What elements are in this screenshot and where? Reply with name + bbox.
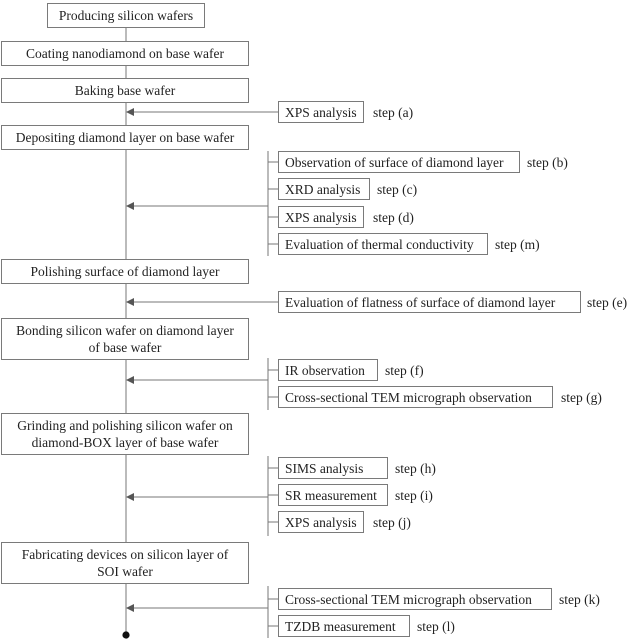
- check-box-k: Cross-sectional TEM micrograph observati…: [278, 588, 552, 610]
- check-label: Evaluation of flatness of surface of dia…: [285, 295, 556, 310]
- main-step-label: Baking base wafer: [74, 83, 176, 98]
- step-label-a: step (a): [373, 105, 414, 120]
- main-step-label: SOI wafer: [97, 564, 153, 579]
- check-box-b: Observation of surface of diamond layer: [278, 151, 520, 173]
- main-step-grinding: Grinding and polishing silicon wafer on …: [1, 413, 249, 455]
- check-box-f: IR observation: [278, 359, 378, 381]
- check-label: Cross-sectional TEM micrograph observati…: [285, 390, 532, 405]
- check-label: XRD analysis: [285, 182, 361, 197]
- check-box-l: TZDB measurement: [278, 615, 410, 637]
- main-step-depositing: Depositing diamond layer on base wafer: [1, 125, 249, 150]
- step-label-i: step (i): [395, 488, 433, 503]
- main-step-label: of base wafer: [88, 340, 162, 355]
- step-label-b: step (b): [527, 155, 568, 170]
- check-box-d: XPS analysis: [278, 206, 364, 228]
- check-box-j: XPS analysis: [278, 511, 364, 533]
- check-label: Cross-sectional TEM micrograph observati…: [285, 592, 532, 607]
- check-label: IR observation: [285, 363, 365, 378]
- main-step-polishing: Polishing surface of diamond layer: [1, 259, 249, 284]
- main-step-label: Depositing diamond layer on base wafer: [15, 130, 235, 145]
- check-label: XPS analysis: [285, 105, 357, 120]
- main-step-producing: Producing silicon wafers: [47, 3, 205, 28]
- check-box-g: Cross-sectional TEM micrograph observati…: [278, 386, 553, 408]
- step-label-l: step (l): [417, 619, 455, 634]
- end-dot: [122, 631, 130, 639]
- step-label-g: step (g): [561, 390, 602, 405]
- main-step-coating: Coating nanodiamond on base wafer: [1, 41, 249, 66]
- step-label-j: step (j): [373, 515, 411, 530]
- main-step-label: Coating nanodiamond on base wafer: [26, 46, 224, 61]
- main-step-fabricating: Fabricating devices on silicon layer of …: [1, 542, 249, 584]
- main-step-label: Fabricating devices on silicon layer of: [21, 547, 229, 562]
- check-box-i: SR measurement: [278, 484, 388, 506]
- step-label-k: step (k): [559, 592, 600, 607]
- step-label-m: step (m): [495, 237, 540, 252]
- step-label-e: step (e): [587, 295, 628, 310]
- check-label: XPS analysis: [285, 515, 357, 530]
- main-step-label: Bonding silicon wafer on diamond layer: [16, 323, 234, 338]
- check-box-h: SIMS analysis: [278, 457, 388, 479]
- main-step-bonding: Bonding silicon wafer on diamond layer o…: [1, 318, 249, 360]
- main-step-baking: Baking base wafer: [1, 78, 249, 103]
- check-box-m: Evaluation of thermal conductivity: [278, 233, 488, 255]
- step-label-h: step (h): [395, 461, 436, 476]
- step-label-c: step (c): [377, 182, 418, 197]
- check-box-c: XRD analysis: [278, 178, 370, 200]
- main-step-label: Producing silicon wafers: [58, 8, 194, 23]
- main-step-label: Grinding and polishing silicon wafer on: [17, 418, 233, 433]
- main-step-label: Polishing surface of diamond layer: [30, 264, 220, 279]
- check-label: Observation of surface of diamond layer: [285, 155, 504, 170]
- check-box-a: XPS analysis: [278, 101, 364, 123]
- check-label: SR measurement: [285, 488, 377, 503]
- check-label: Evaluation of thermal conductivity: [285, 237, 474, 252]
- check-box-e: Evaluation of flatness of surface of dia…: [278, 291, 581, 313]
- step-label-d: step (d): [373, 210, 414, 225]
- main-step-label: diamond-BOX layer of base wafer: [31, 435, 219, 450]
- check-label: SIMS analysis: [285, 461, 364, 476]
- step-label-f: step (f): [385, 363, 424, 378]
- check-label: XPS analysis: [285, 210, 357, 225]
- check-label: TZDB measurement: [285, 619, 396, 634]
